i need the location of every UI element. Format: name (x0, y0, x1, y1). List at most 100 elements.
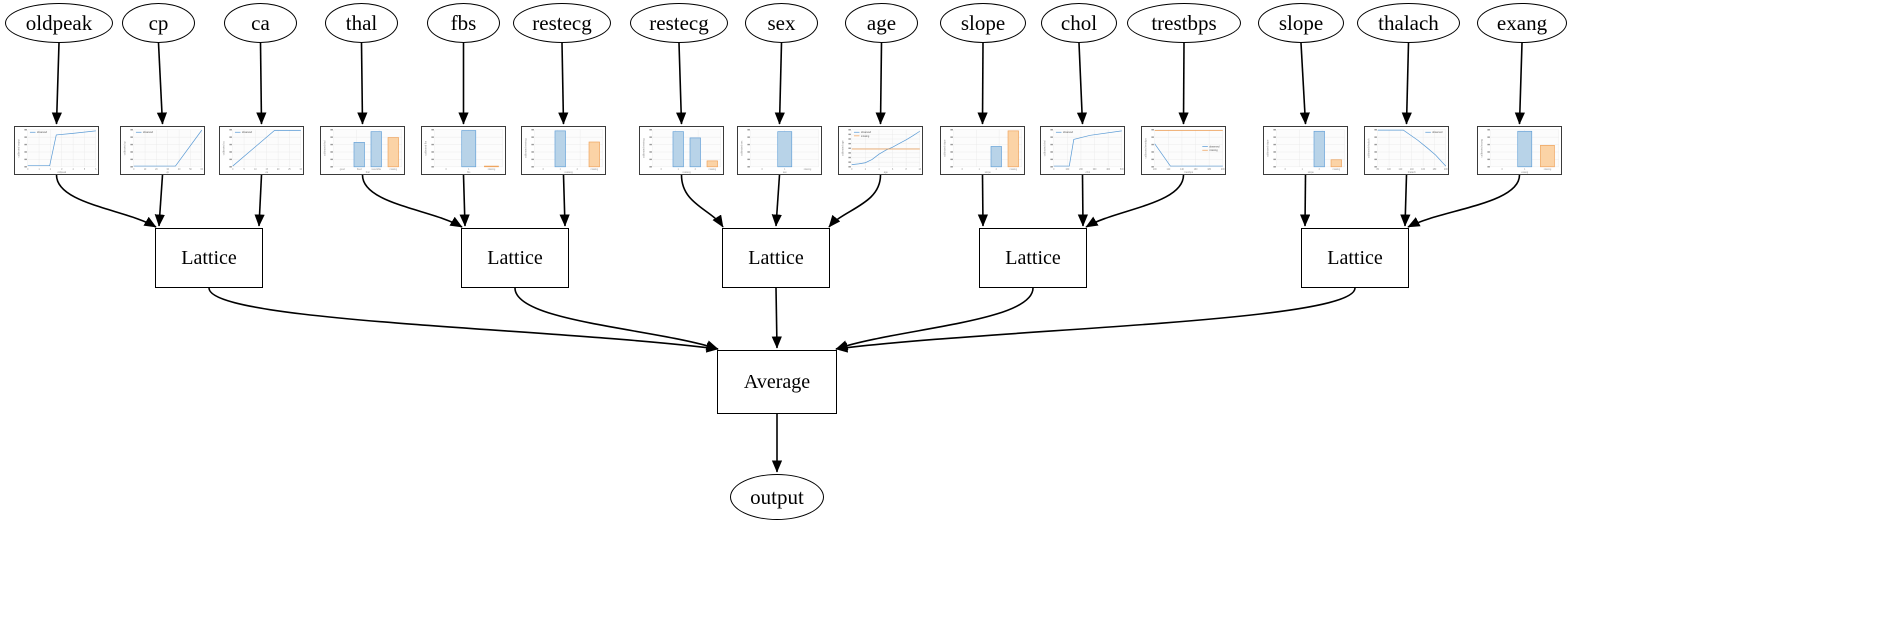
feature-node-label: restecg (649, 10, 709, 35)
svg-text:observed: observed (37, 131, 48, 134)
output-node-label: output (750, 484, 804, 509)
svg-text:2: 2 (865, 169, 867, 171)
svg-text:calibrated thal: calibrated thal (323, 140, 326, 156)
average-node-label: Average (743, 370, 811, 393)
feature-node-ca[interactable]: ca (224, 3, 297, 43)
svg-text:1: 1 (560, 169, 562, 171)
edge-slope1-to-plot-slope1 (977, 42, 988, 125)
svg-text:0: 0 (851, 169, 853, 171)
svg-text:1: 1 (784, 169, 786, 171)
feature-node-slope2[interactable]: slope (1258, 3, 1344, 43)
average-node[interactable]: Average (717, 350, 837, 414)
svg-text:observed: observed (242, 131, 253, 134)
feature-node-label: thal (345, 10, 378, 35)
svg-text:10: 10 (144, 169, 147, 171)
svg-text:160: 160 (1194, 169, 1198, 171)
svg-text:20: 20 (277, 169, 280, 171)
svg-text:3: 3 (61, 169, 63, 171)
svg-text:calibrated fbs: calibrated fbs (424, 140, 427, 155)
svg-text:200: 200 (1079, 169, 1083, 171)
svg-text:oldpeak: oldpeak (57, 171, 66, 174)
svg-text:thal: thal (366, 171, 370, 174)
edge-plot-oldpeak-to-lattice1 (55, 174, 157, 228)
svg-text:0: 0 (1285, 169, 1287, 171)
svg-text:4: 4 (72, 169, 74, 171)
feature-node-restecg1[interactable]: restecg (513, 3, 611, 43)
lattice-node-label: Lattice (487, 246, 543, 269)
feature-node-restecg2[interactable]: restecg (630, 3, 728, 43)
feature-node-label: chol (1060, 10, 1098, 35)
lattice-node-lattice4[interactable]: Lattice (979, 228, 1087, 288)
svg-text:300: 300 (1093, 169, 1097, 171)
svg-text:200: 200 (1221, 169, 1225, 171)
svg-text:missing: missing (804, 169, 812, 171)
svg-text:8: 8 (906, 169, 908, 171)
svg-text:calibrated restecg: calibrated restecg (524, 138, 527, 158)
svg-text:500: 500 (1120, 169, 1124, 171)
svg-text:missing: missing (1544, 169, 1552, 171)
lattice-node-lattice5[interactable]: Lattice (1301, 228, 1409, 288)
svg-text:fbs: fbs (467, 171, 471, 174)
feature-node-label: slope (960, 10, 1006, 35)
output-node[interactable]: output (730, 474, 824, 520)
edge-plot-restecg1-to-lattice2 (559, 174, 570, 227)
svg-text:observed: observed (1432, 131, 1443, 134)
lattice-node-lattice3[interactable]: Lattice (722, 228, 830, 288)
feature-node-chol[interactable]: chol (1041, 3, 1117, 43)
svg-text:age: age (884, 171, 889, 174)
svg-text:1: 1 (38, 169, 40, 171)
svg-text:30: 30 (167, 169, 170, 171)
lattice-node-lattice1[interactable]: Lattice (155, 228, 263, 288)
feature-node-label: thalach (1378, 10, 1439, 35)
feature-node-sex[interactable]: sex (745, 3, 818, 43)
feature-node-age[interactable]: age (845, 3, 918, 43)
svg-text:missing: missing (861, 135, 870, 138)
svg-text:0: 0 (1501, 169, 1503, 171)
svg-text:4: 4 (878, 169, 880, 171)
svg-text:10: 10 (919, 169, 922, 171)
svg-text:25: 25 (288, 169, 291, 171)
svg-text:1: 1 (979, 169, 981, 171)
svg-text:2: 2 (1319, 169, 1321, 171)
svg-text:0: 0 (445, 169, 447, 171)
svg-text:missing: missing (1010, 169, 1018, 171)
svg-text:restecg: restecg (683, 171, 692, 174)
feature-node-exang[interactable]: exang (1477, 3, 1567, 43)
svg-text:10: 10 (254, 169, 257, 171)
feature-node-cp[interactable]: cp (122, 3, 195, 43)
feature-node-thalach[interactable]: thalach (1357, 3, 1460, 43)
svg-text:1: 1 (468, 169, 470, 171)
svg-text:1: 1 (1302, 169, 1304, 171)
svg-text:missing: missing (390, 169, 398, 171)
feature-node-slope1[interactable]: slope (940, 3, 1026, 43)
svg-text:40: 40 (178, 169, 181, 171)
svg-text:observed: observed (1209, 146, 1220, 149)
svg-text:calibrated thalach: calibrated thalach (1367, 138, 1370, 158)
svg-text:80: 80 (1376, 169, 1379, 171)
feature-node-oldpeak[interactable]: oldpeak (5, 3, 113, 43)
feature-node-thal[interactable]: thal (325, 3, 398, 43)
svg-text:100: 100 (1153, 169, 1157, 171)
svg-text:15: 15 (266, 169, 269, 171)
feature-node-label: oldpeak (25, 10, 93, 35)
svg-text:missing: missing (1209, 149, 1218, 152)
feature-node-label: restecg (532, 10, 592, 35)
lattice-node-lattice2[interactable]: Lattice (461, 228, 569, 288)
edge-lattice5-to-average (835, 287, 1356, 353)
svg-text:calibrated slope: calibrated slope (1266, 139, 1269, 157)
feature-node-fbs[interactable]: fbs (427, 3, 500, 43)
svg-text:60: 60 (201, 169, 204, 171)
edge-age-to-plot-age (875, 42, 886, 125)
edge-exang-to-plot-exang (1514, 42, 1525, 125)
feature-node-trestbps[interactable]: trestbps (1127, 3, 1241, 43)
feature-node-label: age (866, 10, 897, 35)
svg-text:2: 2 (50, 169, 52, 171)
svg-text:1: 1 (1524, 169, 1526, 171)
feature-node-label: ca (251, 10, 270, 35)
svg-text:100: 100 (1065, 169, 1069, 171)
